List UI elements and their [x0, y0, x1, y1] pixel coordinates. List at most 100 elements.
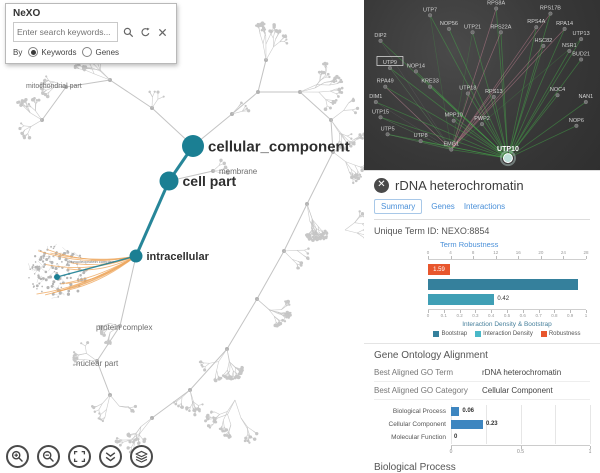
- fit-to-screen-button[interactable]: [68, 445, 91, 468]
- term-details-panel: ✕ rDNA heterochromatin Summary Genes Int…: [364, 170, 600, 473]
- bar-row-interaction-density: 0.42: [428, 294, 586, 305]
- axis-tick-label: 4: [449, 250, 452, 255]
- layers-button[interactable]: [130, 445, 153, 468]
- refresh-icon[interactable]: [138, 25, 152, 39]
- legend-label: Interaction Density: [483, 331, 533, 337]
- axis-tick-label: 0.8: [551, 313, 558, 318]
- network-node-dip2[interactable]: [378, 38, 383, 43]
- network-node-rps17b[interactable]: [548, 11, 553, 16]
- go-chart-value: 0.23: [485, 421, 498, 427]
- network-node-label: DIP2: [374, 33, 386, 39]
- go-chart-bar[interactable]: [451, 407, 460, 416]
- network-node-pwp2[interactable]: [479, 122, 484, 127]
- expand-icon: [73, 450, 86, 463]
- network-node-utp18[interactable]: [465, 91, 470, 96]
- axis-tick-label: 28: [583, 250, 589, 255]
- selected-term-node[interactable]: [54, 274, 60, 280]
- network-node-utp10[interactable]: [502, 153, 513, 164]
- network-node-mpp10[interactable]: [451, 118, 456, 123]
- axis-tick-label: 1: [588, 449, 592, 455]
- bar[interactable]: 1.59: [428, 264, 450, 275]
- tree-node-cell-part[interactable]: [159, 171, 179, 191]
- network-node-nsr1[interactable]: [567, 49, 572, 54]
- bar[interactable]: [428, 294, 495, 305]
- network-node-label: UTP15: [372, 109, 389, 115]
- axis-tick-label: 0: [426, 250, 430, 255]
- go-chart-bar[interactable]: [451, 420, 483, 429]
- zoom-in-icon: [11, 450, 23, 462]
- axis-tick-label: 0.5: [517, 449, 524, 455]
- tree-node-cellular-component[interactable]: [182, 135, 204, 157]
- genes-radio[interactable]: [82, 47, 93, 57]
- axis-tick-label: 0: [449, 449, 453, 455]
- gridline: [590, 418, 591, 431]
- tab-interactions[interactable]: Interactions: [463, 202, 506, 211]
- network-node-rps22a[interactable]: [498, 30, 503, 35]
- gridline: [555, 431, 557, 444]
- bar-row-bootstrap: [428, 279, 586, 290]
- network-node-nan1[interactable]: [583, 99, 588, 104]
- network-node-nop56[interactable]: [446, 26, 451, 31]
- network-node-emg1[interactable]: [449, 147, 454, 152]
- tab-genes[interactable]: Genes: [431, 202, 455, 211]
- axis-tick: [518, 256, 520, 259]
- network-node-utp8[interactable]: [418, 139, 423, 144]
- axis-tick-label: 0.2: [456, 313, 463, 318]
- network-node-utp15[interactable]: [378, 115, 383, 120]
- bar-row-robustness: 1.59: [428, 264, 586, 275]
- keywords-radio[interactable]: [28, 47, 39, 57]
- network-node-label: NOP56: [440, 21, 458, 27]
- tree-node-intracellular[interactable]: [129, 249, 143, 263]
- axis-tick: [451, 446, 452, 449]
- zoom-in-button[interactable]: [6, 445, 29, 468]
- network-node-rpa49[interactable]: [383, 84, 388, 89]
- network-node-utp5[interactable]: [385, 132, 390, 137]
- network-node-utp7[interactable]: [428, 13, 433, 18]
- network-node-label: NOP6: [569, 118, 584, 124]
- robustness-chart-title: Term Robustness: [440, 240, 499, 249]
- close-details-icon[interactable]: ✕: [374, 178, 389, 193]
- network-node-utp9[interactable]: [387, 65, 392, 70]
- network-node-nop6[interactable]: [574, 123, 579, 128]
- table-row: Best Aligned GO Term rDNA heterochromati…: [374, 364, 590, 382]
- network-node-rps8a[interactable]: [494, 6, 499, 11]
- network-node-kre33[interactable]: [428, 84, 433, 89]
- network-node-rpa14[interactable]: [562, 26, 567, 31]
- keywords-radio-label: Keywords: [41, 47, 77, 57]
- network-node-dim1[interactable]: [373, 99, 378, 104]
- zoom-out-button[interactable]: [37, 445, 60, 468]
- network-node-bud21[interactable]: [579, 57, 584, 62]
- axis-tick: [586, 256, 587, 259]
- term-id-label: Unique Term ID:: [374, 226, 439, 236]
- search-icon[interactable]: [121, 25, 135, 39]
- tree-minor-label: mitochondrial part: [26, 83, 82, 90]
- axis-tick: [428, 256, 429, 259]
- network-node-nop14[interactable]: [413, 69, 418, 74]
- clear-search-icon[interactable]: [155, 25, 169, 39]
- network-node-noc4[interactable]: [555, 93, 560, 98]
- radio-option-keywords[interactable]: Keywords: [28, 47, 76, 57]
- collapse-nodes-button[interactable]: [99, 445, 122, 468]
- axis-tick-label: 0: [426, 313, 430, 318]
- bar[interactable]: [428, 279, 579, 290]
- network-node-rps4a[interactable]: [534, 25, 539, 30]
- network-node-utp13[interactable]: [579, 37, 584, 42]
- network-node-label: RPA14: [556, 21, 573, 27]
- network-node-hsc82[interactable]: [541, 43, 546, 48]
- search-input[interactable]: [13, 22, 118, 42]
- network-node-label: RPS17B: [540, 6, 561, 12]
- network-node-label: UTP13: [573, 31, 590, 37]
- network-node-utp21[interactable]: [470, 30, 475, 35]
- tree-minor-label: nuclear part: [76, 359, 119, 368]
- tab-summary[interactable]: Summary: [374, 199, 423, 214]
- axis-tick-label: 0.9: [567, 313, 574, 318]
- radio-option-genes[interactable]: Genes: [82, 47, 119, 57]
- network-node-rps13[interactable]: [491, 94, 496, 99]
